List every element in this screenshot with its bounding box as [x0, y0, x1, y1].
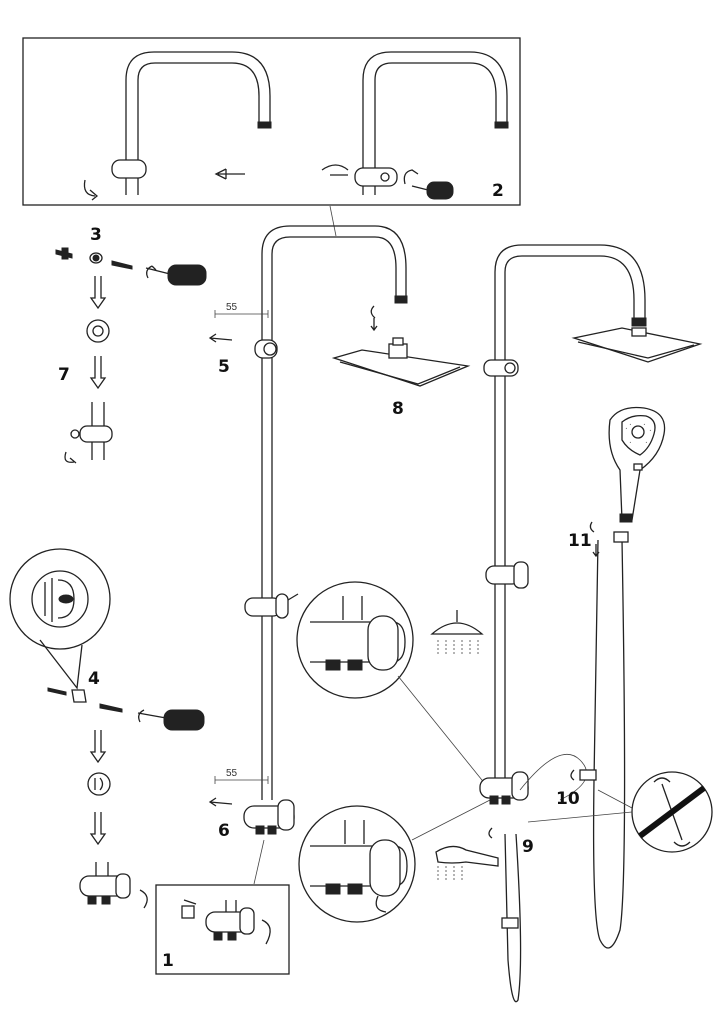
step-6-label: 6 [218, 821, 230, 841]
upper-dimension-value: 55 [226, 302, 238, 313]
step-3-label: 3 [90, 225, 102, 245]
step-10-label: 10 [556, 789, 580, 809]
down-arrow-icon [89, 356, 107, 390]
screw-in-arrow-icon [589, 521, 600, 558]
hand-shower-hose [592, 539, 626, 949]
lower-dimension: 55 [214, 768, 269, 784]
lower-hose [504, 833, 522, 1003]
step-8-label: 8 [392, 399, 404, 419]
step-7-label: 7 [58, 365, 70, 385]
lower-dimension-value: 55 [226, 768, 238, 779]
valve-detail-lower [298, 799, 491, 923]
dowel-icon [89, 252, 103, 264]
down-arrow-icon [89, 730, 107, 764]
valve-assembly-icon [205, 900, 271, 945]
screw-icon [99, 703, 123, 713]
step-4-group: 4 [9, 548, 205, 909]
valve-assembly-icon [79, 862, 148, 909]
right-slider [485, 561, 529, 589]
right-rain-head [571, 327, 703, 363]
diverter-valve [243, 799, 295, 835]
panel-leader-line [329, 205, 337, 237]
bracket-on-pipe-icon [64, 402, 113, 464]
rotate-arrow-icon [83, 179, 99, 201]
center-riser-group: 55 5 55 6 8 [208, 225, 471, 885]
valve-detail-upper [296, 581, 491, 791]
detail-leader [411, 799, 491, 841]
screwdriver-icon [137, 709, 205, 731]
direction-arrow-icon [214, 168, 245, 180]
wall-flange-icon [87, 772, 111, 796]
panel-bracket-right [354, 167, 398, 187]
down-arrow-icon [89, 812, 107, 846]
screw-icon [111, 260, 133, 270]
panel-riser-left [83, 51, 272, 201]
slider-bracket [244, 593, 299, 619]
step-3-group: 3 7 [55, 225, 207, 464]
screwdriver-icon [145, 264, 207, 286]
center-rail-outer [261, 225, 407, 800]
rotate-arrow-icon [488, 827, 493, 839]
detail-leader [397, 675, 491, 791]
eccentric-fitting-icon [181, 899, 197, 919]
step-1-label: 1 [162, 951, 174, 971]
detail-magnifier [9, 548, 111, 690]
step-1-frame [155, 884, 290, 975]
panel-riser-right [321, 51, 509, 200]
drill-arrow-icon [208, 333, 233, 343]
rotate-arrow-icon [403, 169, 419, 185]
drill-arrow-icon [208, 797, 233, 807]
rain-shower-head [331, 305, 471, 387]
rotate-arrow-icon [570, 769, 575, 781]
step-4-label: 4 [88, 669, 100, 689]
step-1-leader [253, 839, 265, 885]
upper-dimension: 55 [214, 302, 269, 318]
rain-shower-head-icon [430, 610, 484, 656]
screw-in-arrow-icon [370, 305, 378, 332]
down-arrow-icon [89, 276, 107, 310]
rotate-arrow-icon [321, 164, 349, 176]
step-2-frame [22, 37, 521, 206]
right-rail-outer [494, 244, 646, 790]
hand-shower [608, 406, 666, 523]
right-valve [479, 771, 529, 805]
dowel-icon [71, 689, 87, 703]
step-5-label: 5 [218, 357, 230, 377]
screwdriver-icon [411, 181, 454, 200]
step-1-panel: 1 [155, 884, 290, 975]
wall-flange-icon [86, 319, 110, 343]
valve-loop [519, 753, 587, 801]
step-2-label: 2 [492, 181, 504, 201]
upper-bracket [254, 339, 278, 359]
right-upper-bracket [483, 359, 519, 377]
step-2-panel: 2 [22, 37, 521, 206]
wrench-prohibited-icon [527, 771, 713, 853]
hand-shower-spray-icon [435, 845, 499, 880]
step-9-label: 9 [522, 837, 534, 857]
right-riser-group: 11 9 10 [479, 244, 713, 1003]
screw-icon [55, 247, 73, 260]
step-11-label: 11 [568, 531, 592, 551]
screw-icon [47, 687, 67, 696]
panel-bracket-left [111, 159, 147, 179]
